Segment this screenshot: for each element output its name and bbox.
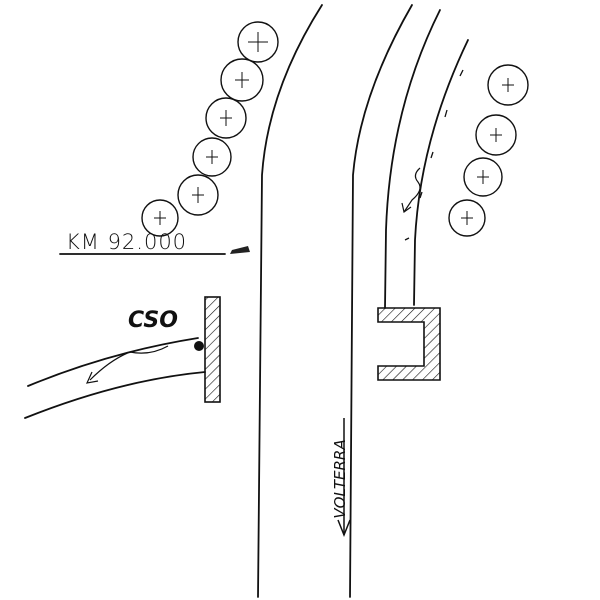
road-right-edge: [349, 4, 413, 598]
flow-arrow-channel: [401, 167, 421, 214]
trees-left: [141, 21, 279, 237]
channel-outer-edge: [384, 9, 441, 309]
culvert-lower-edge: [24, 371, 206, 419]
channel-inner-edge: [413, 39, 469, 306]
road-left-edge: [257, 4, 323, 598]
flow-arrow-culvert: [85, 345, 169, 384]
km-marker-post: [230, 246, 250, 254]
direction-arrow: [337, 418, 351, 538]
trees-right: [448, 64, 529, 237]
km-marker-label: KM 92.000: [66, 230, 188, 254]
direction-label: VOLTERRA: [331, 439, 349, 519]
headwall-right: [377, 307, 441, 381]
cso-point: [194, 341, 204, 351]
channel-dashes: [404, 69, 464, 241]
culvert-upper-edge: [27, 337, 199, 387]
cso-label: CSO: [128, 308, 178, 333]
tree-texture: [154, 32, 514, 225]
headwall-left: [204, 296, 221, 403]
